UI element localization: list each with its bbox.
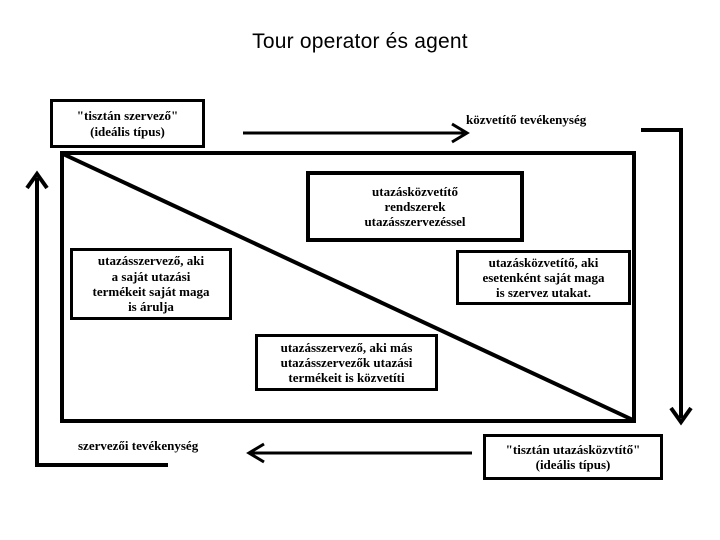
top-arrow-right-icon <box>243 122 470 144</box>
box-line: utazásszervezők utazási <box>280 354 413 370</box>
box-line: a saját utazási <box>111 268 191 284</box>
box-line: utazásközvetítő, aki <box>488 254 599 270</box>
box-line: termékeit is közvetíti <box>288 370 405 386</box>
box-line: utazásszervező, aki <box>97 253 205 269</box>
box-line: (ideális típus) <box>535 457 611 472</box>
label-organizing-activity: szervezői tevékenység <box>78 438 199 453</box>
diagram-frame <box>60 151 636 423</box>
box-line: is szervez utakat. <box>496 285 591 301</box>
box-line: (ideális típus) <box>90 123 165 139</box>
box-line: rendszerek <box>384 198 446 214</box>
box-line: utazásszervező, aki más <box>280 339 413 355</box>
box-line: "tisztán szervező" <box>76 108 179 124</box>
label-mediating-activity: közvetítő tevékenység <box>466 112 587 127</box>
box-line: utazásközvetítő <box>372 183 458 199</box>
box-agent-organizes: utazásközvetítő, aki esetenként saját ma… <box>456 250 631 305</box>
box-line: utazásszervezéssel <box>364 214 466 230</box>
box-pure-agent: "tisztán utazásközvtítő" (ideális típus) <box>483 434 663 480</box>
box-organizer-sells-own: utazásszervező, aki a saját utazási term… <box>70 248 232 320</box>
left-arrow-up-icon <box>25 170 168 467</box>
box-line: termékeit saját maga <box>92 284 210 299</box>
diagonal-line <box>62 152 634 422</box>
box-line: "tisztán utazásközvtítő" <box>505 441 641 457</box>
box-line: is árulja <box>128 299 174 315</box>
box-organizer-mediates: utazásszervező, aki más utazásszervezők … <box>255 334 438 391</box>
bottom-arrow-left-icon <box>246 442 472 464</box>
right-arrow-down-icon <box>641 128 693 426</box>
page-title: Tour operator és agent <box>252 30 468 53</box>
box-pure-organizer: "tisztán szervező" (ideális típus) <box>50 99 205 148</box>
box-intermediary-systems: utazásközvetítő rendszerek utazásszervez… <box>306 171 524 242</box>
box-line: esetenként saját maga <box>482 269 605 285</box>
